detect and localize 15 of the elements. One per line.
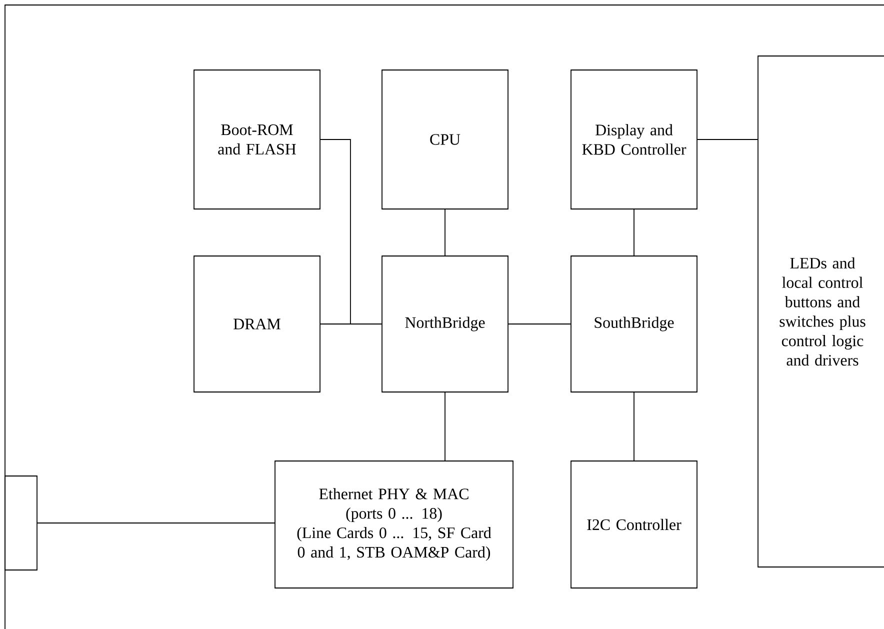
block-box: Ethernet PHY & MAC (ports 0 ... 18) (Line Cards 0 ... 15, SF Card 0 and 1, STB OAM&P Card) [274, 460, 514, 588]
block-box: DRAM [194, 256, 320, 392]
connector-line [37, 522, 275, 524]
connector-box [4, 476, 38, 570]
connector-line [444, 392, 446, 461]
block-box: CPU [382, 70, 508, 210]
connector-line [444, 209, 446, 256]
block-box: LEDs and local control buttons and switches plus control logic and drivers [758, 56, 884, 568]
block-box: Display and KBD Controller [570, 70, 698, 210]
connector-line [697, 139, 758, 140]
block-box: Boot-ROM and FLASH [194, 70, 320, 210]
board-outline [4, 4, 884, 629]
block-box: I2C Controller [570, 460, 698, 588]
block-box: NorthBridge [382, 256, 508, 392]
block-box: SouthBridge [570, 256, 698, 392]
